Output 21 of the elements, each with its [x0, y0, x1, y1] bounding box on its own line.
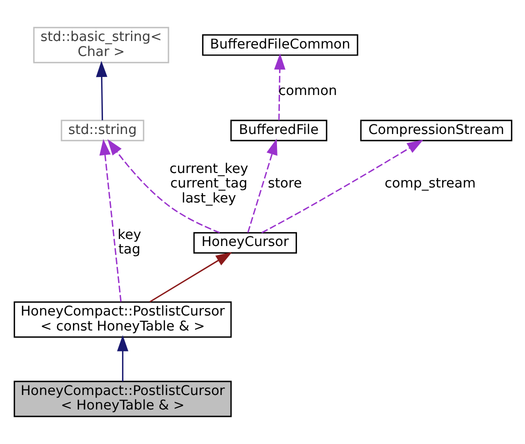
arrow	[116, 335, 128, 382]
arrow	[96, 60, 107, 120]
arrow	[98, 138, 122, 302]
edge-label: common	[278, 84, 337, 99]
arrow	[246, 138, 277, 233]
node-box: CompressionStream	[360, 120, 512, 142]
node-box: std::string	[60, 120, 144, 142]
node-box: HoneyCursor	[192, 232, 296, 254]
edge-label: key tag	[117, 228, 141, 258]
edge-label: current_key current_tag last_key	[168, 162, 248, 206]
arrow	[106, 139, 220, 234]
arrow	[260, 140, 423, 234]
arrow	[149, 252, 232, 302]
node-box: BufferedFileCommon	[202, 34, 358, 56]
node-box: BufferedFile	[230, 120, 327, 142]
edge-label: store	[267, 176, 302, 192]
arrow	[274, 53, 285, 120]
node-box: HoneyCompact::PostlistCursor < const HoneyTable & >	[13, 301, 232, 338]
node-box: std::basic_string< Char >	[32, 26, 169, 64]
node-box: HoneyCompact::PostlistCursor < HoneyTable & >	[13, 380, 232, 418]
edge-label: comp_stream	[384, 176, 476, 192]
